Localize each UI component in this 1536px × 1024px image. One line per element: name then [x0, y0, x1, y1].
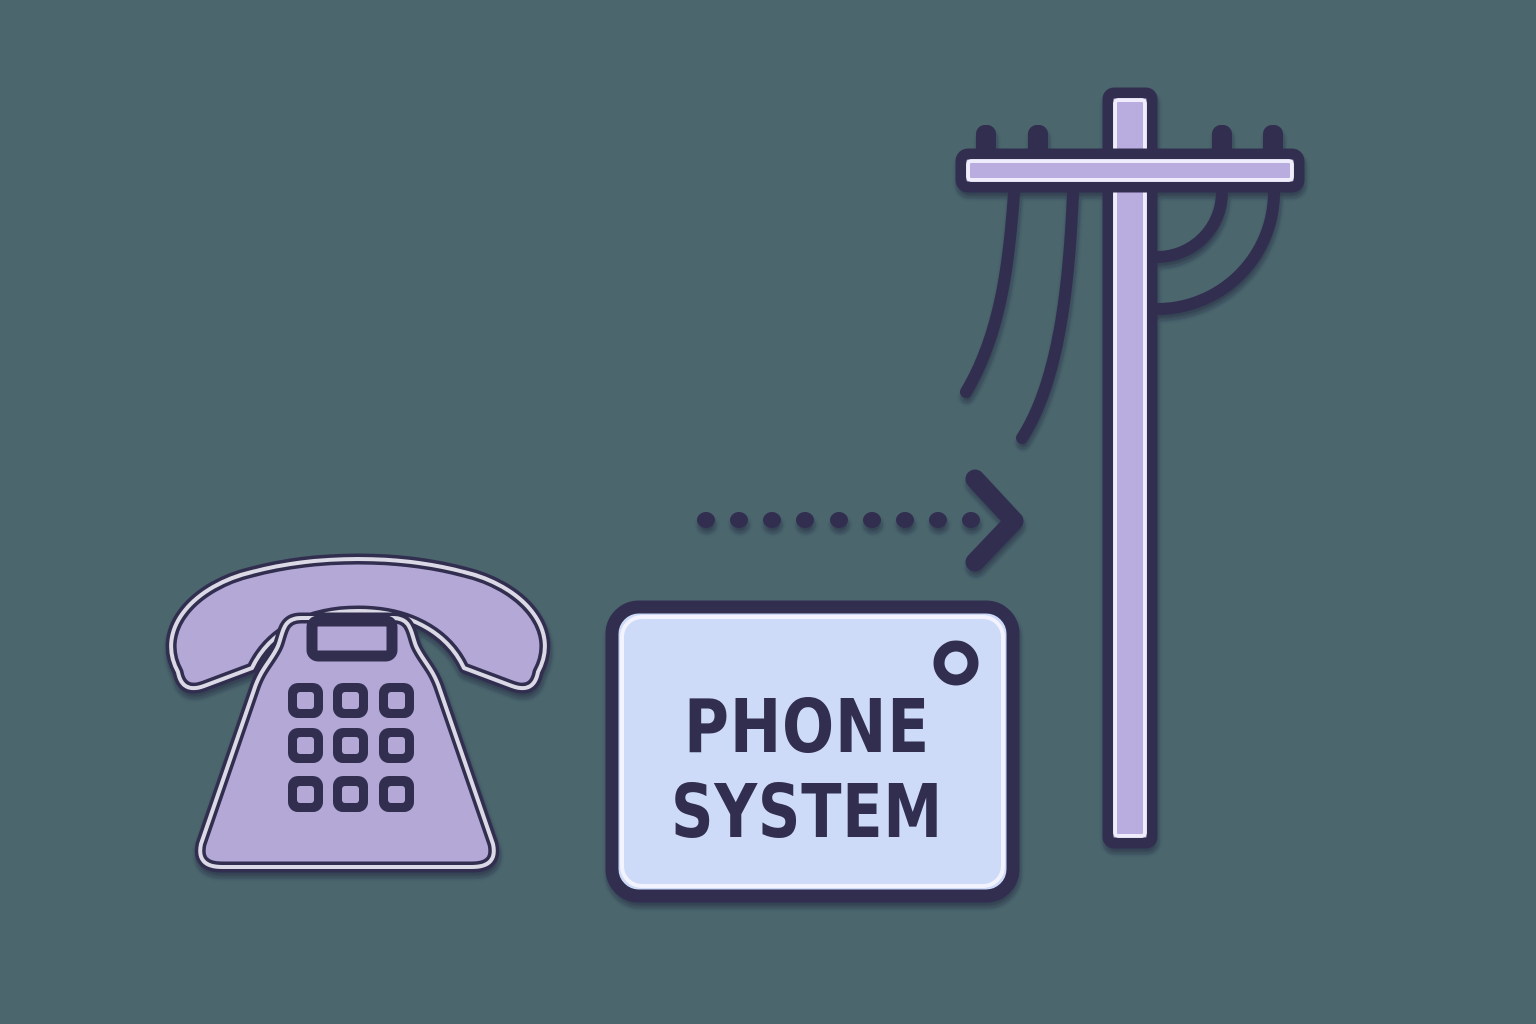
cradle-rectangle: [306, 615, 398, 662]
keypad-key-hole: [388, 786, 405, 803]
crossarm: [955, 148, 1305, 193]
utility-pole-icon: [955, 87, 1305, 849]
arrow-dot: [763, 512, 781, 528]
pole-wire: [1151, 186, 1280, 315]
arrow-dot: [796, 512, 814, 528]
arrow-dot: [830, 512, 848, 528]
keypad-key-hole: [297, 692, 314, 709]
keypad-key-hole: [342, 737, 359, 754]
arrow-head: [965, 469, 1024, 572]
box-panel: [605, 600, 1020, 903]
pole-wire: [1151, 186, 1228, 263]
arrow-dot: [730, 512, 748, 528]
keypad-key-hole: [297, 786, 314, 803]
box-label-line1: PHONE: [684, 684, 930, 770]
dotted-arrow-icon: [697, 469, 1024, 572]
box-panel-highlight: [620, 615, 1005, 888]
arrow-dot: [697, 512, 715, 528]
box-label-line2: SYSTEM: [671, 769, 943, 855]
crossarm-highlight: [966, 159, 1294, 182]
keypad-key-hole: [342, 786, 359, 803]
arrow-dot: [962, 512, 980, 528]
hanging-wire: [960, 187, 1020, 398]
telephone-icon: [165, 553, 551, 873]
keypad-key-hole: [388, 737, 405, 754]
keypad-key-hole: [388, 692, 405, 709]
arrow-dot: [896, 512, 914, 528]
arrow-dot: [863, 512, 881, 528]
keypad-key-hole: [342, 692, 359, 709]
hanging-wire: [1016, 187, 1079, 444]
pole-mast-highlight: [1113, 98, 1147, 838]
indicator-circle: [933, 640, 979, 686]
phone-system-box: PHONE SYSTEM: [605, 600, 1020, 903]
pole-mast: [1102, 87, 1158, 849]
keypad-key-hole: [297, 737, 314, 754]
arrow-dot: [929, 512, 947, 528]
